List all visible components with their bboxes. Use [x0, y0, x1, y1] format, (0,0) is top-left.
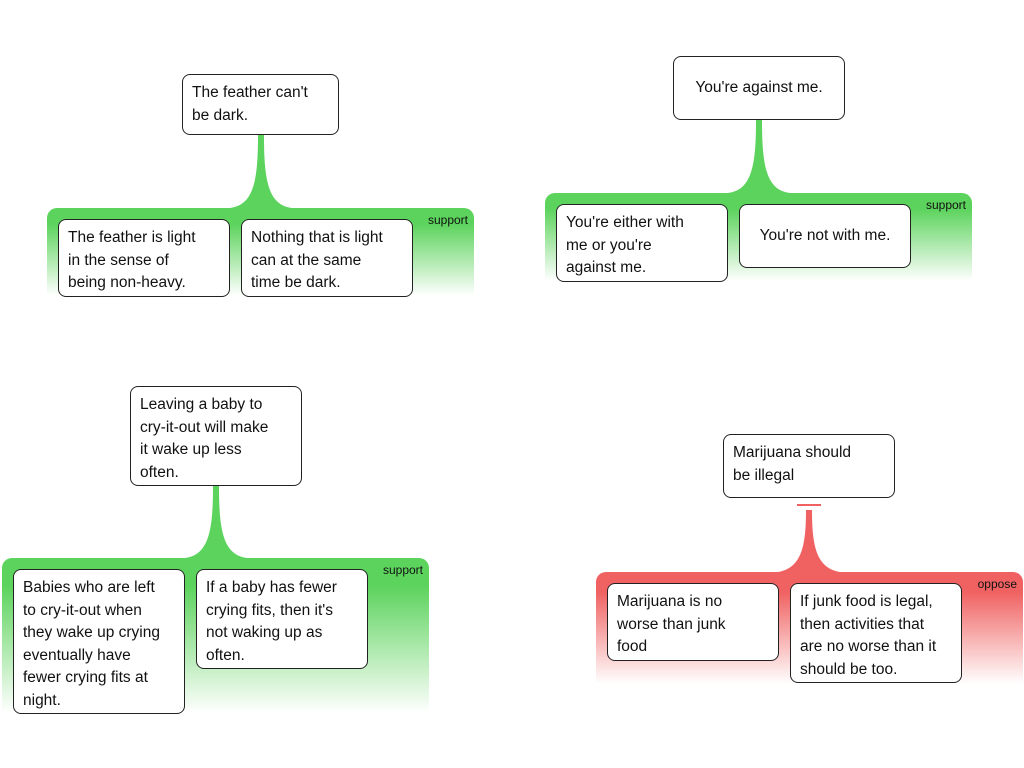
- premise-box-map-4-b[interactable]: If junk food is legal, then activities t…: [790, 583, 962, 683]
- relation-label: oppose: [977, 577, 1017, 591]
- premise-box-map-3-b[interactable]: If a baby has fewer crying fits, then it…: [196, 569, 368, 669]
- relation-label: support: [427, 213, 468, 227]
- claim-box-map-2[interactable]: You're against me.: [673, 56, 845, 120]
- premise-box-map-2-a[interactable]: You're either with me or you're against …: [556, 204, 728, 282]
- premise-box-map-3-a[interactable]: Babies who are left to cry-it-out when t…: [13, 569, 185, 714]
- premise-box-map-2-b[interactable]: You're not with me.: [739, 204, 911, 268]
- claim-box-map-4[interactable]: Marijuana should be illegal: [723, 434, 895, 498]
- connector-map-1: [230, 135, 292, 208]
- claim-box-map-1[interactable]: The feather can't be dark.: [182, 74, 339, 135]
- connector-map-2: [728, 120, 790, 193]
- relation-label: support: [382, 563, 423, 577]
- connector-map-3: [185, 486, 247, 558]
- premise-box-map-1-a[interactable]: The feather is light in the sense of bei…: [58, 219, 230, 297]
- relation-label: support: [925, 198, 966, 212]
- premise-box-map-4-a[interactable]: Marijuana is no worse than junk food: [607, 583, 779, 661]
- claim-box-map-3[interactable]: Leaving a baby to cry-it-out will make i…: [130, 386, 302, 486]
- connector-map-4: [778, 510, 840, 572]
- premise-box-map-1-b[interactable]: Nothing that is light can at the same ti…: [241, 219, 413, 297]
